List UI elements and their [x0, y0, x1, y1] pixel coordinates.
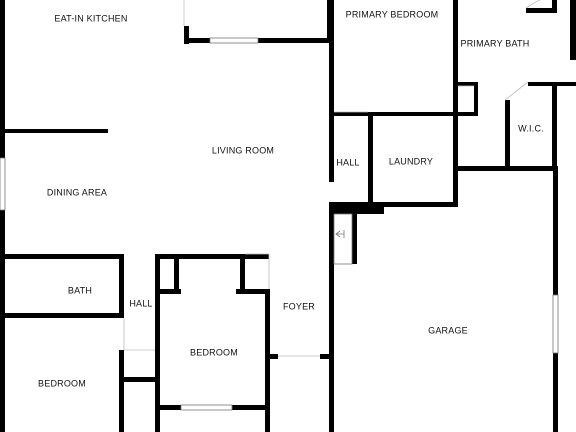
label-foyer: FOYER	[283, 301, 315, 311]
wall-hall-lower-closet-b	[155, 350, 160, 382]
wall-top-right-a	[526, 8, 555, 13]
wall-west-lower	[0, 210, 5, 432]
window-garage	[552, 294, 559, 354]
label-garage: GARAGE	[428, 325, 468, 335]
label-laundry: LAUNDRY	[389, 156, 433, 166]
wall-primary-bed-east	[453, 0, 458, 116]
wall-garage-west	[329, 214, 334, 432]
door-closet-right	[245, 253, 270, 289]
wall-bedroom-closet-b	[240, 254, 245, 290]
wall-kitchen-window-sill	[184, 38, 210, 43]
wall-bedroom-west	[155, 254, 160, 354]
label-hall-lower: HALL	[129, 298, 152, 308]
wall-primary-bed-south-a	[334, 112, 474, 116]
label-bath: BATH	[68, 285, 92, 295]
label-bedroom-left: BEDROOM	[38, 378, 86, 388]
step-box	[333, 213, 353, 265]
wall-top-right-b	[552, 0, 557, 13]
label-primary-bedroom: PRIMARY BEDROOM	[346, 9, 439, 19]
label-bedroom-center: BEDROOM	[190, 347, 238, 357]
label-eat-in-kitchen: EAT-IN KITCHEN	[54, 13, 127, 23]
wall-laundry-west	[368, 116, 373, 206]
room-labels: EAT-IN KITCHEN PRIMARY BEDROOM PRIMARY B…	[38, 9, 544, 388]
wall-laundry-east	[453, 116, 458, 206]
wall-laundry-south-b	[368, 202, 458, 207]
door-arc-top-right	[525, 0, 541, 9]
door-arcs	[123, 0, 541, 357]
step-arrow	[335, 230, 345, 238]
wall-bath-east	[119, 254, 124, 318]
wall-bath-north	[5, 254, 123, 259]
wall-bedroom-north-c	[236, 289, 269, 294]
wall-hall-lower-east-stub	[119, 350, 124, 432]
wall-bedroom-north-b	[159, 289, 181, 294]
wall-bedroom-north-a	[159, 254, 269, 259]
wall-foyer-door-right	[320, 354, 330, 359]
wall-primary-bath-south	[453, 82, 478, 86]
window-kitchen	[209, 37, 259, 44]
wall-bedroom-west-b	[155, 377, 160, 432]
label-wic: W.I.C.	[518, 123, 544, 133]
wall-bedroom-south-b	[232, 405, 270, 410]
wall-garage-west-upper	[352, 214, 357, 264]
wall-wic-west	[505, 100, 510, 170]
wall-kitchen-stub	[5, 129, 108, 133]
label-primary-bath: PRIMARY BATH	[461, 38, 530, 48]
wall-hall-west	[329, 112, 334, 182]
windows	[0, 37, 559, 411]
wall-bedroom-closet-a	[174, 254, 179, 290]
wall-kitchen-window-sill-right	[258, 38, 329, 43]
wall-wic-east	[552, 82, 557, 171]
wall-bedroom-south-a	[155, 405, 181, 410]
wall-primary-bath-east	[570, 0, 576, 60]
wall-primary-bed-west	[329, 0, 334, 112]
wall-primary-bath-stub	[474, 86, 478, 116]
garage-steps	[333, 213, 353, 265]
window-dining	[0, 157, 6, 211]
label-dining-area: DINING AREA	[47, 187, 107, 197]
wall-bath-south	[5, 313, 123, 318]
label-living-room: LIVING ROOM	[212, 145, 274, 155]
wall-wic-south	[458, 166, 556, 171]
wall-west-upper	[0, 0, 5, 158]
window-bedroom-center	[180, 404, 233, 411]
wall-bedroom-east	[265, 289, 270, 432]
label-hall-upper: HALL	[336, 157, 359, 167]
wall-foyer-stub	[270, 354, 278, 359]
wall-hall-lower-closet	[119, 377, 159, 382]
wall-kitchen-top-left	[184, 26, 189, 44]
door-arc-primary-bath	[504, 81, 529, 101]
